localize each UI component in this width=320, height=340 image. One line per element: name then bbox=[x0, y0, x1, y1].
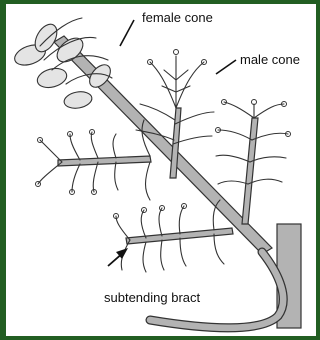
branch-left-middle bbox=[58, 156, 151, 166]
main-stem bbox=[54, 36, 272, 254]
label-male-cone: male cone bbox=[240, 52, 300, 67]
male-cone-leader-line bbox=[216, 60, 236, 74]
label-subtending-bract: subtending bract bbox=[104, 290, 201, 305]
female-cone-leader-line bbox=[120, 20, 134, 46]
label-female-cone: female cone bbox=[142, 10, 213, 25]
diagram-panel: female cone male cone subtending bract bbox=[6, 4, 316, 336]
plant-diagram: female cone male cone subtending bract bbox=[6, 4, 316, 336]
branch-right-male bbox=[242, 118, 258, 224]
female-cone bbox=[12, 18, 115, 110]
